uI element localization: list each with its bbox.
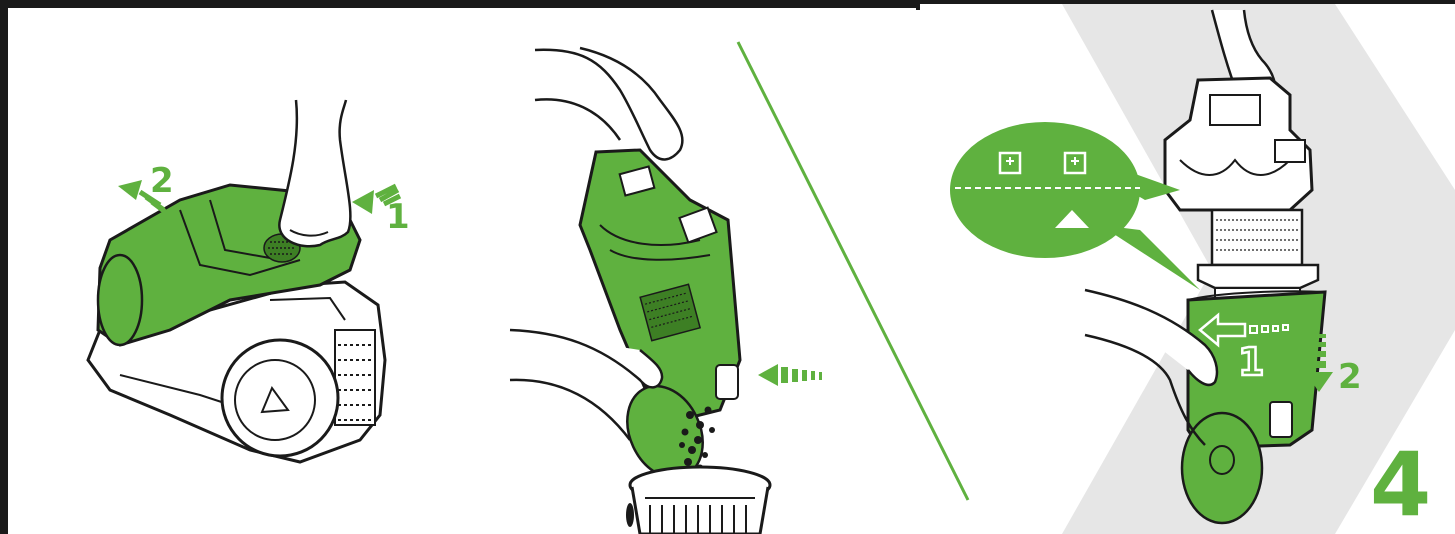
arrow-2-label: 2: [150, 161, 174, 201]
panel-2-empty-container: [510, 48, 822, 534]
vacuum-wheel: [222, 340, 338, 456]
step-number: 4: [1370, 433, 1431, 534]
trash-bin: [626, 467, 770, 534]
arrow-1-label: 1: [386, 197, 410, 237]
panel-separator: [738, 42, 968, 500]
rotate-arrow-1-label: 1: [1238, 340, 1264, 384]
hand-lifting: [279, 100, 350, 246]
arrow-2-down-label: 2: [1338, 357, 1362, 397]
panel-1-remove-container: 2 1: [88, 100, 410, 462]
arrow-push-latch: [758, 364, 822, 386]
hand-top: [535, 48, 682, 159]
container-lid: [1182, 413, 1262, 523]
vacuum-grille: [335, 330, 375, 425]
